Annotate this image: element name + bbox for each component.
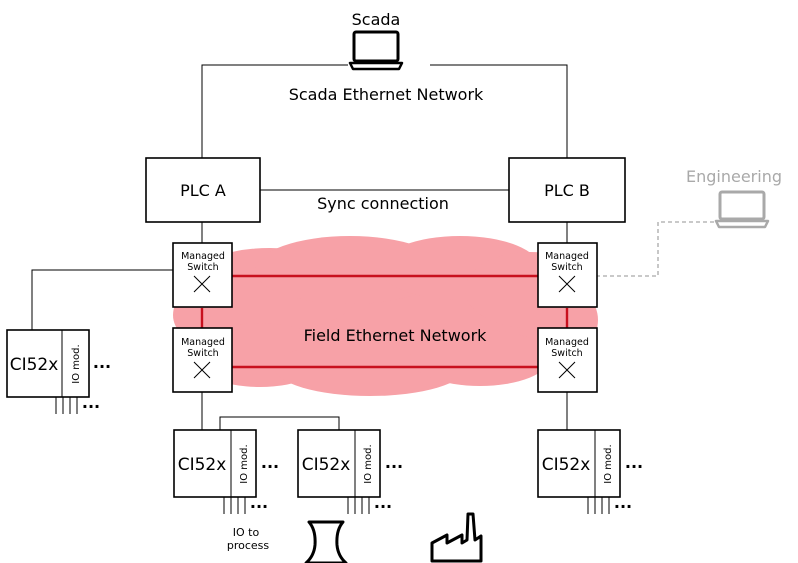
plc-b-label: PLC B xyxy=(544,181,590,200)
left-station-link xyxy=(31,269,173,330)
managed-switch-b-bottom: Managed Switch xyxy=(537,327,598,393)
ellipsis-label: ... xyxy=(385,453,403,472)
scada-network-label: Scada Ethernet Network xyxy=(289,85,484,104)
io-mod-label: IO mod. xyxy=(603,444,614,483)
ci52x-station-2: CI52x IO mod. ... ... IO to process xyxy=(173,429,279,552)
scada-network-line-right xyxy=(430,64,568,158)
field-network-label: Field Ethernet Network xyxy=(304,326,488,345)
svg-text:Managed: Managed xyxy=(545,251,589,262)
switch-cross-icon xyxy=(558,361,576,379)
ellipsis-label: ... xyxy=(614,493,632,512)
switch-cross-icon xyxy=(193,275,211,293)
ci52x-label: CI52x xyxy=(302,455,351,475)
ci52x-station-left: CI52x IO mod. ... ... xyxy=(6,329,111,414)
ellipsis-label: ... xyxy=(625,453,643,472)
engineering-dashed-link xyxy=(596,221,716,277)
svg-text:Switch: Switch xyxy=(551,262,582,273)
switch-cross-icon xyxy=(558,275,576,293)
plc-b-box xyxy=(508,157,626,223)
ci52x-label: CI52x xyxy=(10,355,59,375)
scada-label: Scada xyxy=(352,10,401,29)
io-mod-label: IO mod. xyxy=(71,344,82,383)
ci52x-station-right: CI52x IO mod. ... ... xyxy=(537,429,643,514)
ci52x-label: CI52x xyxy=(542,455,591,475)
sync-connection-label: Sync connection xyxy=(317,194,449,213)
managed-switch-a-top: Managed Switch xyxy=(172,242,233,308)
field-network-cloud xyxy=(173,236,598,396)
io-mod-label: IO mod. xyxy=(363,444,374,483)
plc-a-label: PLC A xyxy=(180,181,226,200)
ellipsis-label: ... xyxy=(374,493,392,512)
svg-text:Managed: Managed xyxy=(545,337,589,348)
managed-switch-a-bottom: Managed Switch xyxy=(172,327,233,393)
svg-text:Switch: Switch xyxy=(187,348,218,359)
svg-text:Switch: Switch xyxy=(187,262,218,273)
ci52x-station-3: CI52x IO mod. ... ... xyxy=(297,429,403,514)
svg-text:Switch: Switch xyxy=(551,348,582,359)
scada-network-line xyxy=(201,64,348,158)
io-mod-label: IO mod. xyxy=(239,444,250,483)
ellipsis-label: ... xyxy=(82,393,100,412)
station-2-link xyxy=(219,416,340,430)
ellipsis-label: ... xyxy=(250,493,268,512)
laptop-icon xyxy=(348,30,404,71)
laptop-icon xyxy=(714,190,770,229)
cooling-tower-icon xyxy=(304,520,348,563)
io-to-label: IO to xyxy=(233,526,260,539)
svg-text:Managed: Managed xyxy=(181,337,225,348)
managed-switch-b-top: Managed Switch xyxy=(537,242,598,308)
svg-text:Managed: Managed xyxy=(181,251,225,262)
engineering-label: Engineering xyxy=(686,167,782,186)
switch-cross-icon xyxy=(193,361,211,379)
process-label: process xyxy=(227,539,270,552)
factory-icon xyxy=(430,512,483,563)
ci52x-label: CI52x xyxy=(178,455,227,475)
ellipsis-label: ... xyxy=(93,353,111,372)
ellipsis-label: ... xyxy=(261,453,279,472)
